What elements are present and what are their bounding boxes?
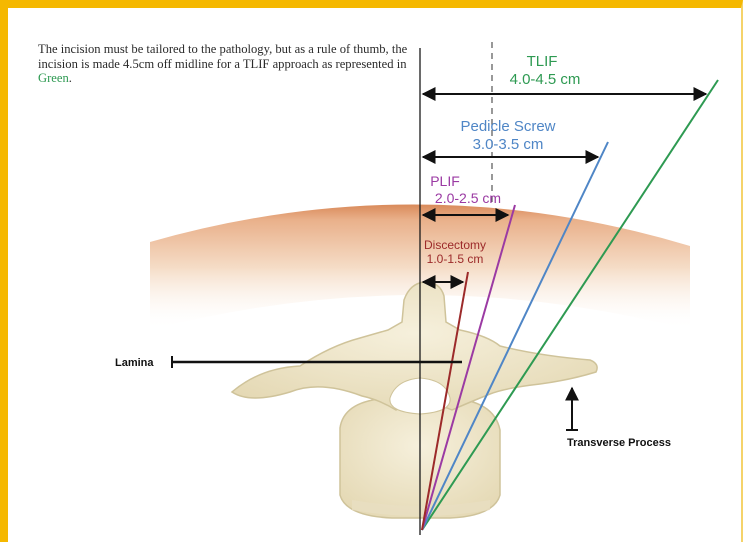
plif-range-label: 2.0-2.5 cm (435, 190, 501, 206)
transverse-process-label: Transverse Process (567, 437, 671, 449)
discectomy-label: Discectomy (424, 238, 486, 252)
pedicle-screw-range-label: 3.0-3.5 cm (473, 136, 544, 153)
pedicle-screw-label: Pedicle Screw (460, 118, 555, 135)
lamina-label: Lamina (115, 357, 154, 369)
plif-label: PLIF (430, 173, 460, 189)
vertebra (232, 282, 597, 518)
discectomy-range-label: 1.0-1.5 cm (427, 252, 484, 266)
tlif-label: TLIF (527, 53, 558, 70)
tlif-range-label: 4.0-4.5 cm (510, 71, 581, 88)
